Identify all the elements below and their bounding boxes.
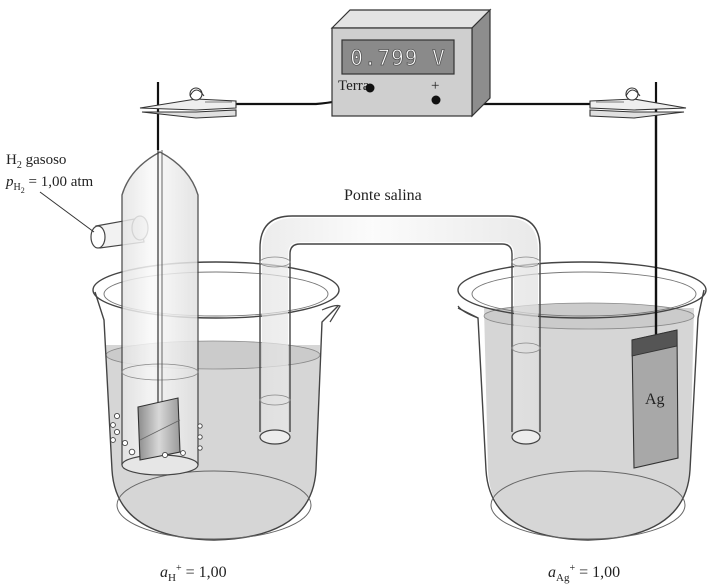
right-beaker-rim bbox=[457, 261, 707, 319]
positive-terminal-label: + bbox=[431, 78, 439, 94]
right-beaker-wall bbox=[457, 289, 705, 541]
voltmeter-side bbox=[471, 8, 491, 118]
right-activity-label: aAg+ = 1,00 bbox=[548, 563, 620, 584]
voltmeter-top bbox=[330, 9, 492, 29]
hydrogen-glass-jacket bbox=[121, 151, 199, 465]
positive-terminal bbox=[431, 95, 441, 105]
salt-bridge bbox=[259, 215, 541, 445]
right-beaker-bottom bbox=[490, 470, 686, 540]
voltmeter: 0.799 V Terra + bbox=[330, 8, 492, 118]
ground-terminal bbox=[365, 83, 375, 93]
left-alligator-clip bbox=[139, 82, 237, 150]
gas-label-leader bbox=[39, 191, 95, 233]
hydrogen-gas-label: H2 gasoso pH2 = 1,00 atm bbox=[5, 152, 95, 233]
voltmeter-reading: 0.799 V bbox=[350, 46, 446, 70]
svg-text:H2 gasoso: H2 gasoso bbox=[6, 152, 66, 171]
hydrogen-electrode bbox=[90, 108, 203, 476]
platinum-plate bbox=[137, 397, 181, 461]
salt-bridge-label: Ponte salina bbox=[344, 187, 422, 204]
left-beaker-rim bbox=[92, 261, 340, 319]
left-beaker-bottom bbox=[116, 470, 312, 540]
silver-electrode-label: Ag bbox=[645, 391, 665, 408]
svg-text:pH2 = 1,00 atm: pH2 = 1,00 atm bbox=[5, 174, 94, 195]
ground-terminal-label: Terra bbox=[338, 78, 370, 94]
voltmeter-display bbox=[341, 39, 455, 75]
hydrogen-bubbles bbox=[110, 412, 203, 459]
left-beaker-wall bbox=[94, 291, 339, 541]
left-activity-label: aH+ = 1,00 bbox=[160, 563, 227, 584]
silver-electrode: Ag bbox=[631, 104, 679, 469]
right-alligator-clip bbox=[589, 82, 687, 119]
